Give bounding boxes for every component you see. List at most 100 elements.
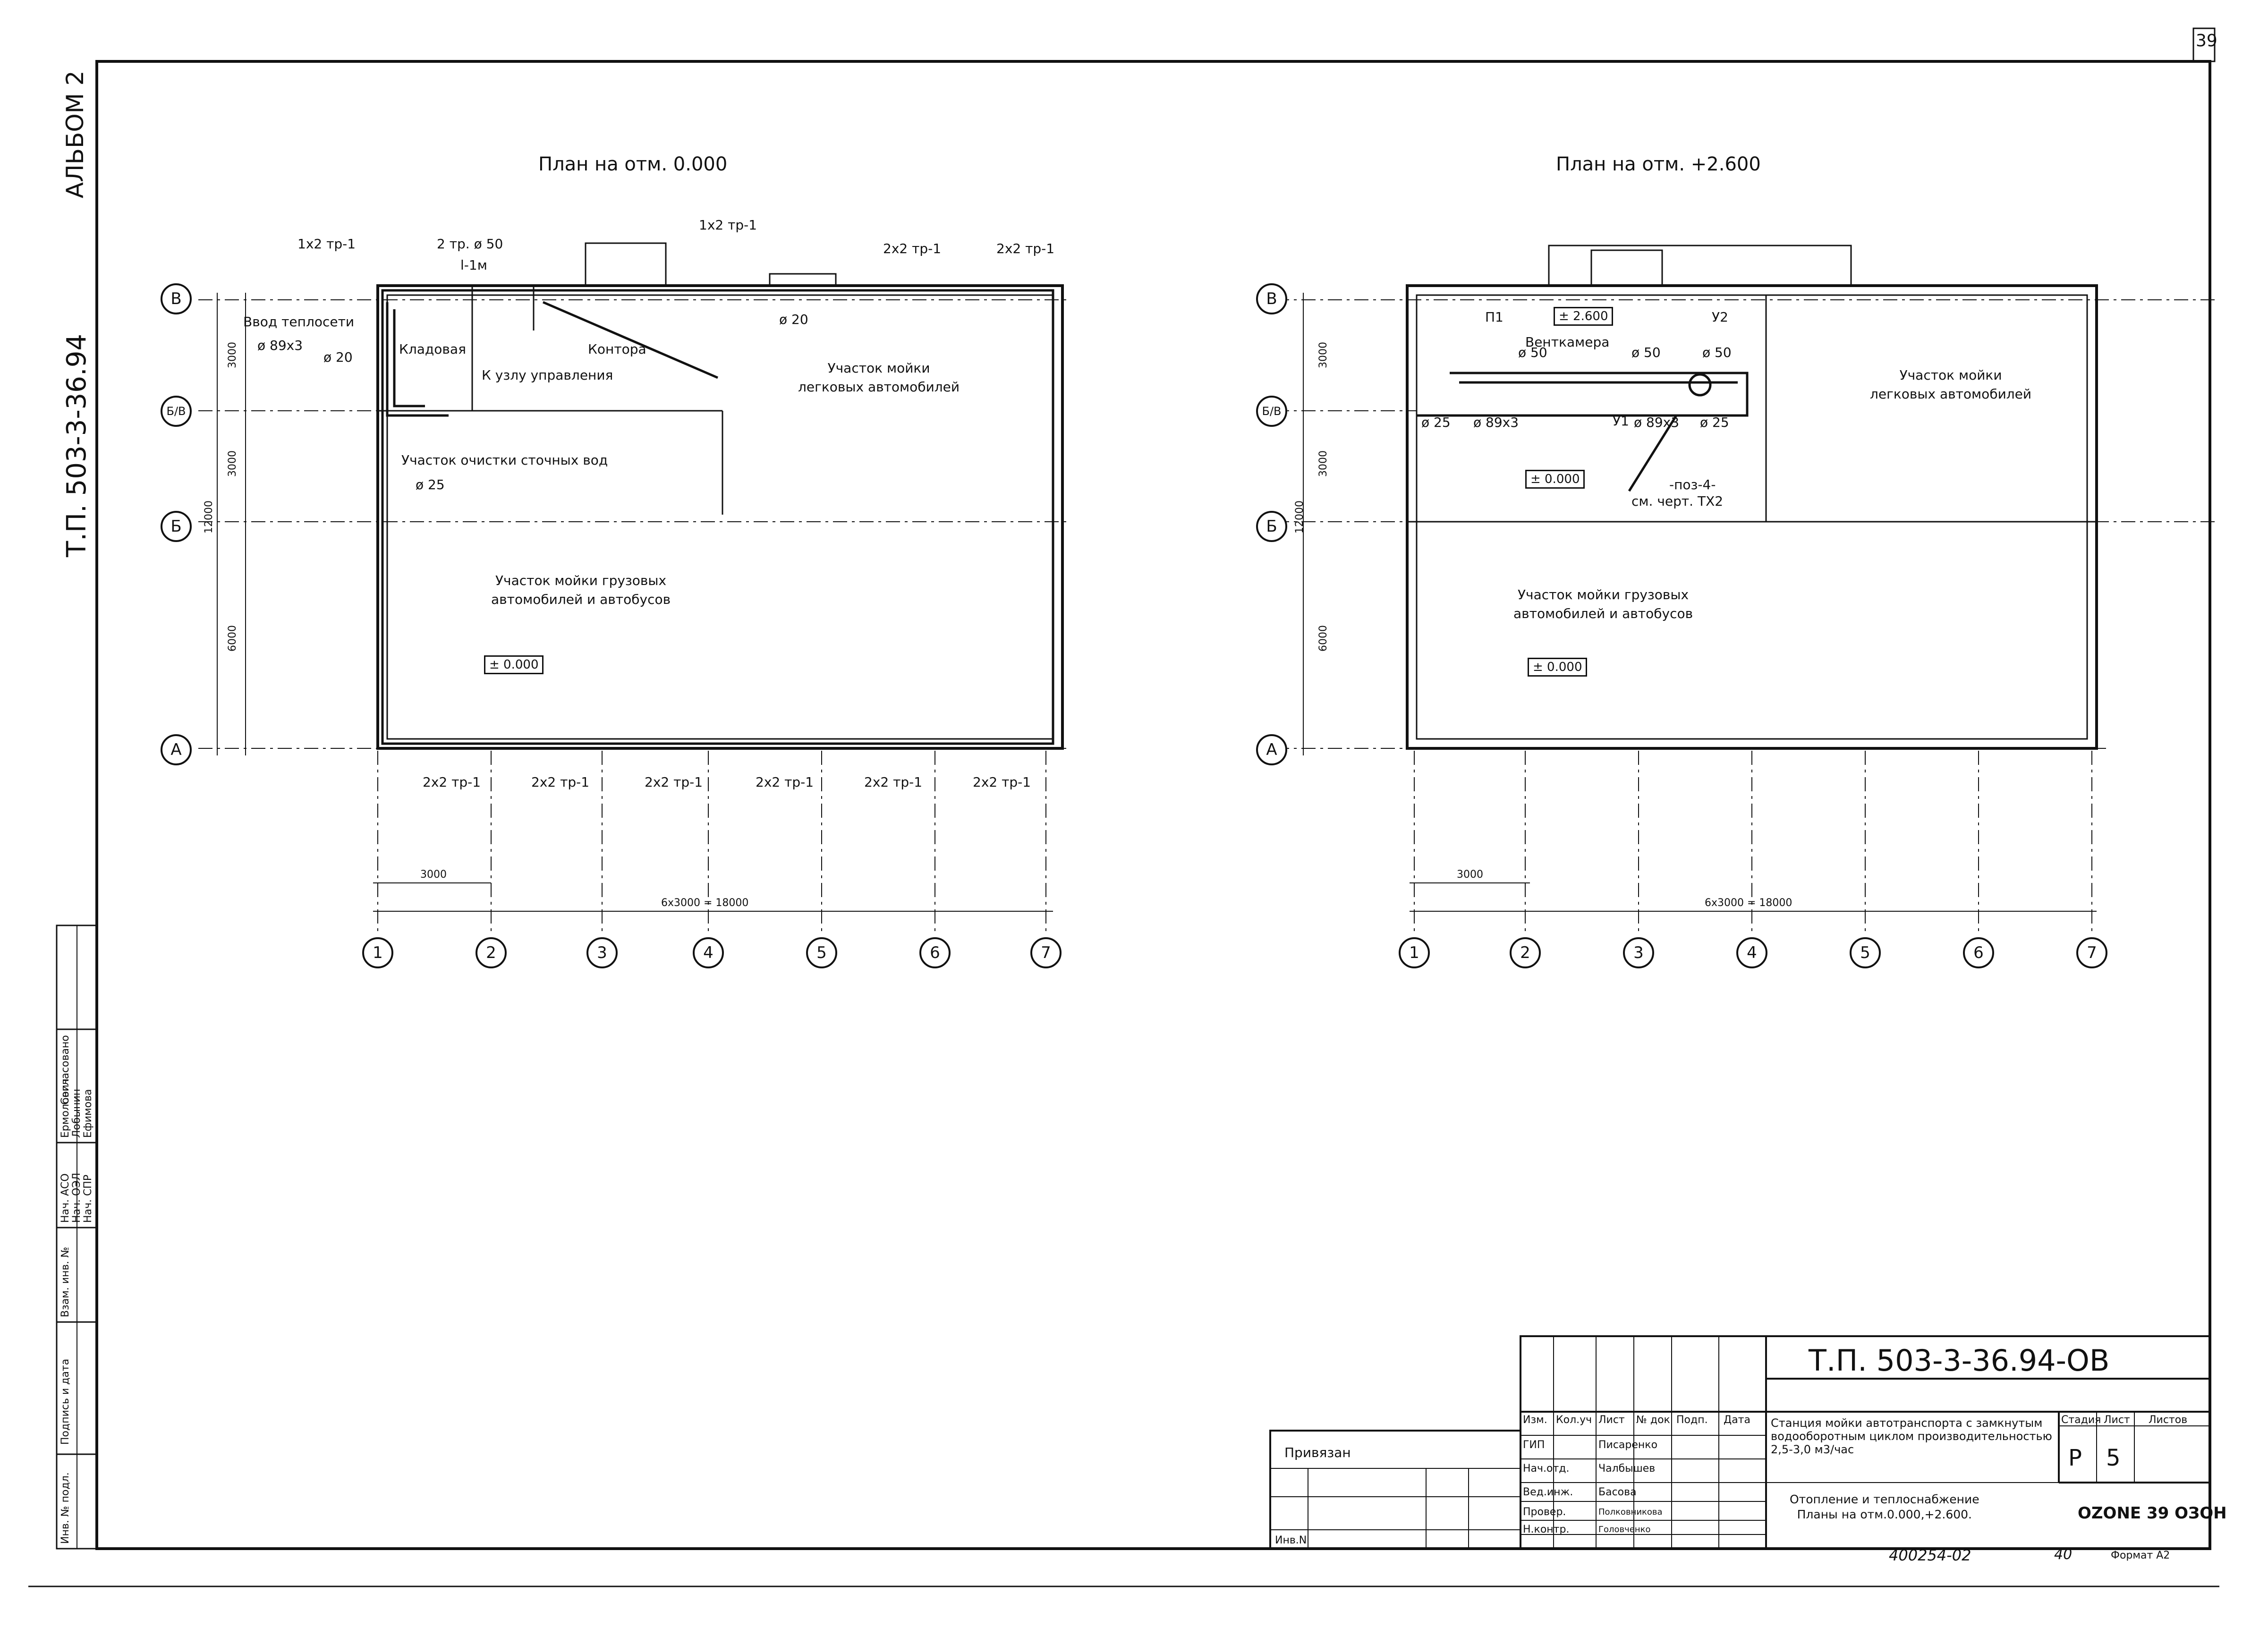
plan1-dim-v-3: 12000 — [203, 500, 215, 534]
plan1-dim-total: 6x3000 = 18000 — [661, 897, 749, 909]
plan1-bottom-pipe-1: 2х2 тр-1 — [423, 774, 481, 790]
plan2-dimensions — [1303, 293, 2097, 912]
plan1-building — [376, 242, 1064, 750]
side-stamp-inv: Инв. № подл. — [59, 1472, 71, 1544]
plan2-dim-3000: 3000 — [1457, 869, 1483, 881]
plan2-room-vent: Венткамера — [1525, 334, 1610, 350]
album-label: АЛЬБОМ 2 — [61, 70, 89, 198]
stamp-inv: Инв.N — [1275, 1534, 1307, 1546]
plan2-label-pos4: -поз-4- — [1669, 477, 1716, 492]
plan1-dimensions — [217, 293, 1053, 912]
plan1-bottom-pipe-5: 2х2 тр-1 — [864, 774, 923, 790]
side-stamp-role-1: Нач. ОЭЛ — [71, 1172, 83, 1223]
stamp-hdr-ndok: № док — [1636, 1414, 1670, 1426]
sheet-format: Формат А2 — [2111, 1550, 2170, 1561]
plan2-building — [1406, 245, 2098, 750]
plan2-dim-v-2: 3000 — [1317, 450, 1329, 477]
plan1-axis-col-6: 6 — [919, 937, 951, 968]
plan2-label-d89: ø 89х3 — [1473, 415, 1519, 430]
plan2-level-top: ± 2.600 — [1554, 307, 1614, 326]
stamp-hdr-izm: Изм. — [1523, 1414, 1547, 1426]
side-stamp-replace: Взам. инв. № — [59, 1246, 71, 1317]
plan1-axis-col-4: 4 — [693, 937, 724, 968]
plan1-to-control: К узлу управления — [482, 367, 613, 383]
plan2-axis-col-2: 2 — [1510, 937, 1541, 968]
plan1-bottom-pipe-3: 2х2 тр-1 — [645, 774, 703, 790]
stamp-sheets-hdr: Листов — [2149, 1414, 2188, 1426]
stamp-role-0: ГИП — [1523, 1439, 1545, 1451]
stamp-sheet-name: Отопление и теплоснабжение Планы на отм.… — [1790, 1492, 1979, 1521]
plan1-pipe-1x2-a: 1х2 тр-1 — [297, 236, 356, 252]
plan1-dim-v-2: 3000 — [227, 450, 238, 477]
stamp-stage-hdr: Стадия — [2061, 1414, 2101, 1426]
stamp-name-4: Полковникова — [1598, 1507, 1663, 1517]
plan2-pipes — [1417, 372, 1749, 492]
plan2-dim-total: 6x3000 = 18000 — [1705, 897, 1792, 909]
stamp-frame — [1269, 1335, 2211, 1550]
stamp-project-name: Станция мойки автотранспорта с замкнутым… — [1771, 1416, 2052, 1456]
stamp-linked: Привязан — [1284, 1445, 1351, 1460]
stamp-hdr-kolu: Кол.уч — [1556, 1414, 1592, 1426]
plan1-d20b: ø 20 — [779, 312, 808, 327]
plan1-axis-col-3: 3 — [586, 937, 618, 968]
plan1-level-mark: ± 0.000 — [484, 655, 544, 674]
plan2-axis-row-v: В — [1256, 283, 1287, 314]
plan2-label-see: см. черт. ТХ2 — [1631, 493, 1724, 509]
plan2-label-d25a: ø 25 — [1421, 415, 1451, 430]
plan1-d25: ø 25 — [416, 477, 445, 492]
plan2-axis-col-5: 5 — [1850, 937, 1881, 968]
plan1-room-storage: Кладовая — [399, 341, 466, 357]
plan2-axis-col-7: 7 — [2076, 937, 2107, 968]
plan1-d20a: ø 20 — [323, 349, 353, 365]
plan2-axis-row-a: А — [1256, 734, 1287, 765]
plan2-dim-v-4: 6000 — [1317, 625, 1329, 652]
project-code-vertical: Т.П. 503-3-36.94 — [61, 334, 92, 557]
side-stamp-role-2: Нач. СПР — [82, 1174, 94, 1223]
plan1-pipe-2x2-a: 2х2 тр-1 — [883, 241, 942, 256]
plan2-axis-col-4: 4 — [1736, 937, 1767, 968]
stamp-code: Т.П. 503-3-36.94-ОВ — [1809, 1343, 2110, 1378]
stamp-hdr-data: Дата — [1724, 1414, 1750, 1426]
plan1-axis-row-a: А — [161, 734, 192, 765]
stamp-name-1: Чалбышев — [1598, 1463, 1656, 1475]
plan2-axis-col-6: 6 — [1963, 937, 1994, 968]
plan1-heat-inlet: Ввод теплосети — [243, 314, 355, 330]
plan2-room-trucks: Участок мойки грузовых автомобилей и авт… — [1513, 587, 1693, 621]
side-stamp-signature: Подпись и дата — [59, 1358, 71, 1445]
stamp-hdr-list: Лист — [1598, 1414, 1625, 1426]
plan2-level-bottom: ± 0.000 — [1528, 658, 1588, 677]
plan2-level-mid: ± 0.000 — [1525, 470, 1585, 489]
plan2-axis-col-3: 3 — [1623, 937, 1654, 968]
plan1-room-cars: Участок мойки легковых автомобилей — [798, 360, 960, 395]
plan2-title: План на отм. +2.600 — [1556, 153, 1761, 175]
plan1-pipe-2tr: 2 тр. ø 50 — [437, 236, 503, 252]
side-stamp-name-2: Ефимова — [82, 1089, 94, 1138]
plan2-label-d25b: ø 25 — [1700, 415, 1729, 430]
plan1-pipe-2x2-b: 2х2 тр-1 — [996, 241, 1055, 256]
plan1-bottom-pipe-4: 2х2 тр-1 — [756, 774, 814, 790]
plan1-axis-row-bv: Б/В — [161, 396, 192, 427]
plan2-axis-col-1: 1 — [1399, 937, 1430, 968]
stamp-sheet-hdr: Лист — [2104, 1414, 2130, 1426]
plan2-label-u2: У2 — [1712, 309, 1728, 325]
stamp-name-2: Басова — [1598, 1486, 1637, 1498]
side-stamp-agreed: Согласовано — [59, 1035, 71, 1105]
plan1-pipes — [381, 289, 1054, 745]
plan2-label-d50a: ø 50 — [1518, 345, 1547, 360]
plan2-axis-row-bv: Б/В — [1256, 396, 1287, 427]
stamp-name-5: Головченко — [1598, 1525, 1651, 1534]
stamp-role-2: Вед.инж. — [1523, 1486, 1573, 1498]
archive-sheet: 40 — [2054, 1546, 2073, 1563]
plan1-axis-col-2: 2 — [476, 937, 507, 968]
plan1-dim-3000: 3000 — [420, 869, 447, 881]
stamp-stage: Р — [2068, 1445, 2082, 1471]
plan1-dim-v-4: 6000 — [227, 625, 238, 652]
plan2-label-d50b: ø 50 — [1631, 345, 1661, 360]
plan1-axis-row-v: В — [161, 283, 192, 314]
plan1-pipe-1x2-b: 1х2 тр-1 — [699, 217, 757, 233]
stamp-name-0: Писаренко — [1598, 1439, 1658, 1451]
plan2-axis-row-b: Б — [1256, 511, 1287, 542]
side-stamp-name-1: Лобынин — [71, 1088, 83, 1138]
